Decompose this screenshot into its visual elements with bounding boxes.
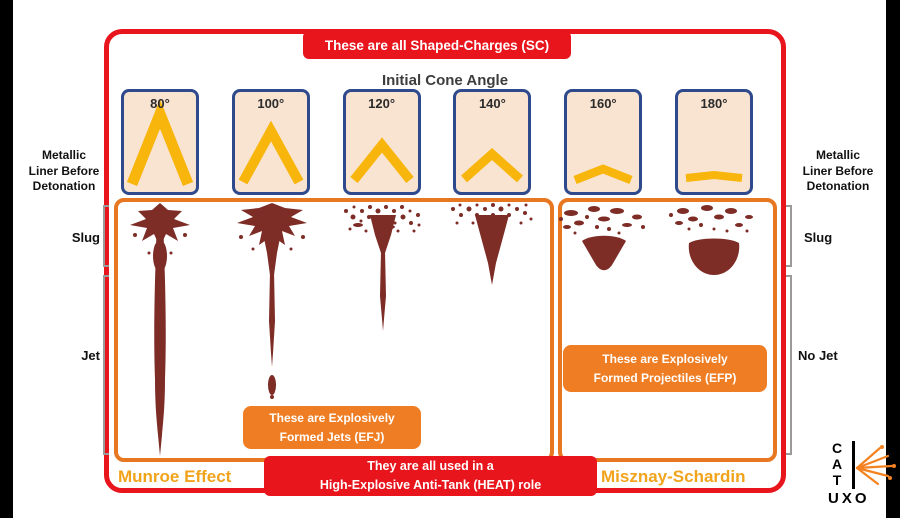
cone-angle-label: 140° — [478, 96, 506, 111]
slug-shape — [370, 215, 396, 253]
logo-uxo-text: UXO — [828, 490, 870, 507]
efj-callout-line: Formed Jets (EFJ) — [279, 429, 385, 444]
liner-chevron-140-icon — [461, 147, 524, 183]
slug-bracket-right — [786, 205, 792, 267]
liner-chevron-120-icon — [349, 137, 414, 183]
result-80-slug-jet — [130, 203, 190, 456]
top-banner: These are all Shaped-Charges (SC) — [303, 31, 571, 59]
explosion-icon — [855, 445, 896, 486]
label-no-jet-right: No Jet — [798, 348, 838, 363]
cat-uxo-logo: C A T UXO — [820, 440, 896, 514]
result-180-efp — [669, 205, 753, 275]
bottom-banner-line: They are all used in a — [367, 459, 494, 474]
misznay-schardin-outline — [558, 198, 777, 462]
efp-slug-shape — [582, 235, 626, 271]
label-jet-left: Jet — [81, 348, 100, 363]
cone-angle-label: 120° — [368, 96, 396, 111]
liner-label-line: Metallic — [41, 148, 86, 162]
cone-angle-label: 100° — [257, 96, 285, 111]
munroe-effect-title: Munroe Effect — [118, 467, 232, 486]
jet-shape — [154, 215, 166, 456]
top-banner-label: These are all Shaped-Charges (SC) — [324, 37, 550, 53]
cone-angle-label: 180° — [700, 96, 728, 111]
result-100-slug-jet — [237, 203, 307, 399]
liner-chevron-80-icon — [126, 99, 194, 187]
result-160-efp — [559, 206, 645, 271]
slug-bracket-left — [103, 205, 109, 267]
efj-callout-line: These are Explosively — [269, 410, 395, 425]
slug-shape — [475, 215, 509, 285]
cone-box-160: 160° — [564, 89, 643, 195]
misznay-schardin-title: Misznay-Schardin — [601, 467, 746, 486]
cone-angle-label: 160° — [589, 96, 617, 111]
logo-letter: A — [832, 456, 843, 472]
cone-box-100: 100° — [231, 89, 310, 195]
bottom-banner-line: High-Explosive Anti-Tank (HEAT) role — [319, 478, 542, 492]
liner-label-line: Detonation — [806, 179, 870, 194]
efp-callout-line: These are Explosively — [602, 351, 728, 366]
cone-box-140: 140° — [453, 89, 532, 195]
liner-label-right: Metallic Liner Before Detonation — [796, 148, 880, 195]
cone-box-180: 180° — [674, 89, 753, 195]
label-slug-left: Slug — [71, 230, 100, 245]
jet-bracket-left — [103, 275, 109, 455]
left-black-bar — [0, 0, 13, 518]
result-120-slug-jet — [344, 205, 421, 331]
liner-label-left: Metallic Liner Before Detonation — [22, 148, 106, 195]
result-140-slug — [451, 203, 533, 285]
liner-label-line: Metallic — [815, 148, 860, 162]
liner-chevron-100-icon — [238, 120, 304, 185]
cone-angle-title: Initial Cone Angle — [381, 72, 509, 89]
liner-chevron-180-icon — [685, 170, 743, 182]
efj-callout: These are Explosively Formed Jets (EFJ) — [243, 406, 421, 449]
jet-shape — [380, 251, 386, 331]
bottom-banner: They are all used in a High-Explosive An… — [264, 456, 597, 496]
efp-callout-line: Formed Projectiles (EFP) — [593, 370, 737, 385]
efp-slug-shape — [688, 238, 740, 275]
liner-chevron-160-icon — [573, 164, 633, 184]
label-slug-right: Slug — [804, 230, 833, 245]
cone-box-120: 120° — [342, 89, 421, 195]
liner-label-line: Liner Before — [802, 163, 874, 178]
jet-teardrop — [268, 375, 276, 395]
jet-bracket-right — [786, 275, 792, 455]
efp-callout: These are Explosively Formed Projectiles… — [563, 345, 767, 392]
logo-divider — [852, 441, 855, 489]
liner-label-line: Liner Before — [28, 163, 100, 178]
right-black-bar — [886, 0, 900, 518]
cat-uxo-letters: C A T — [832, 440, 842, 488]
logo-letter: T — [832, 472, 842, 488]
cone-row: 80° 100° 120° 140° 160° — [121, 89, 753, 195]
logo-letter: C — [832, 440, 843, 456]
cone-box-80: 80° — [121, 89, 199, 195]
cone-angle-label: 80° — [150, 96, 170, 111]
liner-label-line: Detonation — [32, 179, 96, 194]
jet-shape — [269, 271, 275, 367]
